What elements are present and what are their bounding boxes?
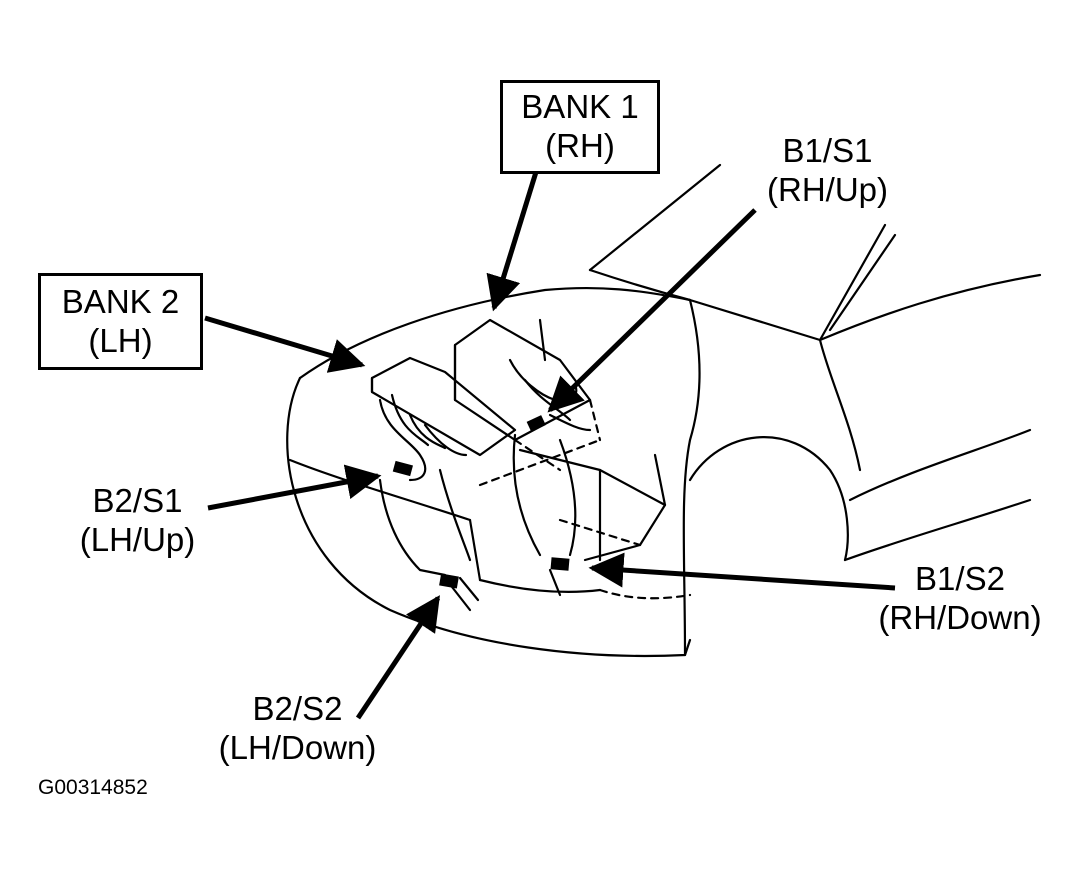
label-b1-s2: B1/S2 (RH/Down)	[855, 560, 1065, 638]
label-b2-s2-line2: (LH/Down)	[218, 728, 377, 766]
label-bank-2: BANK 2 (LH)	[38, 273, 203, 370]
figure-id: G00314852	[38, 776, 148, 799]
label-b2-s1-line2: (LH/Up)	[79, 520, 196, 558]
label-b2-s1: B2/S1 (LH/Up)	[55, 482, 220, 560]
label-bank-2-line1: BANK 2	[61, 282, 180, 320]
arrow-b1-s2	[588, 552, 896, 591]
label-bank-1-line1: BANK 1	[521, 88, 639, 126]
label-b2-s1-line1: B2/S1	[92, 482, 183, 519]
sensor-b1-s1	[526, 415, 546, 432]
callout-arrows	[204, 171, 896, 720]
arrow-bank2	[204, 315, 366, 373]
label-b2-s2-line1: B2/S2	[252, 690, 343, 727]
arrow-b1-s1	[547, 208, 757, 413]
arrow-bank1	[486, 171, 539, 312]
label-b1-s2-line1: B1/S2	[915, 560, 1005, 597]
label-b1-s1: B1/S1 (RH/Up)	[745, 132, 910, 210]
label-bank-1: BANK 1 (RH)	[500, 80, 660, 174]
label-bank-2-line2: (LH)	[88, 321, 153, 359]
label-bank-1-line2: (RH)	[545, 127, 615, 164]
arrow-b2-s2	[355, 595, 441, 720]
label-b1-s1-line1: B1/S1	[782, 132, 873, 169]
label-b1-s1-line2: (RH/Up)	[767, 170, 888, 208]
arrow-b2-s1	[207, 464, 382, 511]
sensor-b2-s1	[392, 460, 413, 477]
engine-assembly	[370, 318, 692, 612]
sensor-b1-s2	[550, 557, 570, 571]
sensor-b2-s2	[439, 573, 459, 589]
label-b2-s2: B2/S2 (LH/Down)	[200, 690, 395, 768]
label-b1-s2-line2: (RH/Down)	[878, 598, 1042, 636]
